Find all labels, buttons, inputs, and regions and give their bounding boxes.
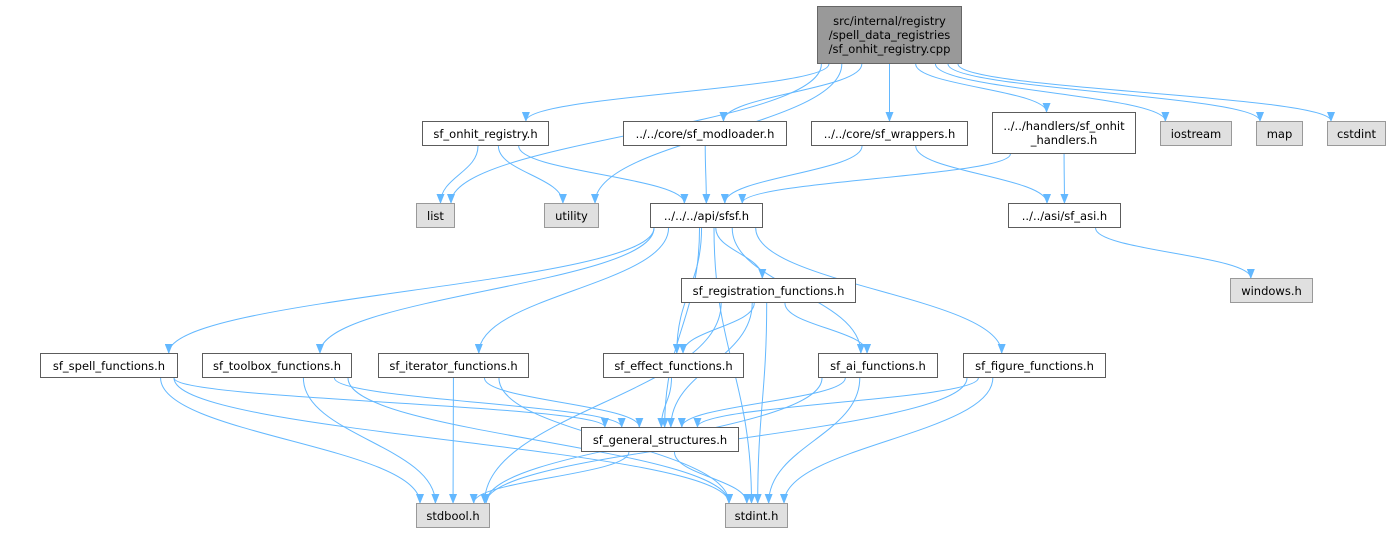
edge-sfsf-to-general <box>660 227 701 428</box>
edge-sfsf-to-toolbox <box>316 227 655 354</box>
node-iostream[interactable]: iostream <box>1160 121 1232 146</box>
edge-spell-to-general <box>173 377 609 428</box>
edge-modloader-to-sfsf <box>702 145 711 204</box>
node-sf-ai-functions-h[interactable]: sf_ai_functions.h <box>818 353 938 378</box>
edge-sfsf-to-figure <box>755 227 1006 354</box>
node-asi-sf-asi-h[interactable]: ../../asi/sf_asi.h <box>1008 203 1121 228</box>
node-sf-general-structures-h[interactable]: sf_general_structures.h <box>581 427 739 452</box>
node-utility[interactable]: utility <box>544 203 599 228</box>
edge-registration-to-effect <box>679 302 755 354</box>
node-sf-registration-functions-h[interactable]: sf_registration_functions.h <box>681 278 856 303</box>
edge-root-to-sf_onhit_registry_h <box>522 63 830 122</box>
edge-wrappers-to-sfsf <box>720 145 863 204</box>
node-api-sfsf-h[interactable]: ../../../api/sfsf.h <box>650 203 763 228</box>
edge-figure-to-general <box>693 377 979 428</box>
edge-toolbox-to-general <box>333 377 626 428</box>
edge-sf_asi-to-windows <box>1095 227 1255 279</box>
edge-iterator-to-general <box>483 377 644 428</box>
node-stdbool-h[interactable]: stdbool.h <box>416 503 490 528</box>
node-sf-spell-functions-h[interactable]: sf_spell_functions.h <box>40 353 178 378</box>
node-cstdint[interactable]: cstdint <box>1327 121 1386 146</box>
edge-sf_onhit_registry_h-to-list <box>436 145 479 204</box>
node-sf-iterator-functions-h[interactable]: sf_iterator_functions.h <box>378 353 529 378</box>
node-sf-effect-functions-h[interactable]: sf_effect_functions.h <box>603 353 744 378</box>
edge-ai-to-general <box>677 377 846 428</box>
edge-general-to-stdbool <box>469 451 630 504</box>
node-sf-figure-functions-h[interactable]: sf_figure_functions.h <box>963 353 1106 378</box>
edge-sf_onhit_registry_h-to-utility <box>497 145 567 204</box>
edge-registration-to-ai <box>784 302 872 354</box>
edge-wrappers-to-sf_asi <box>915 145 1051 204</box>
edge-figure-to-stdint <box>780 377 994 504</box>
edge-toolbox-to-stdint <box>347 377 733 504</box>
edge-root-to-cstdint <box>957 63 1335 122</box>
node-stdint-h[interactable]: stdint.h <box>725 503 788 528</box>
edge-ai-to-stdint <box>764 377 861 504</box>
node-windows-h[interactable]: windows.h <box>1230 278 1313 303</box>
node-sf-onhit-registry-h[interactable]: sf_onhit_registry.h <box>422 121 549 146</box>
edge-root-to-iostream <box>934 63 1170 122</box>
edge-root-to-map <box>947 63 1264 122</box>
edge-sf_onhit_registry_h-to-sfsf <box>518 145 689 204</box>
node-map[interactable]: map <box>1256 121 1303 146</box>
node-sf-toolbox-functions-h[interactable]: sf_toolbox_functions.h <box>202 353 352 378</box>
node-core-sf-wrappers-h[interactable]: ../../core/sf_wrappers.h <box>811 121 968 146</box>
edge-effect-to-general <box>657 377 672 428</box>
edge-onhit_handlers-to-sfsf <box>738 153 1011 204</box>
edge-sfsf-to-spell <box>164 227 655 354</box>
edge-spell-to-stdint <box>173 377 733 504</box>
node-sf-onhit-registry-cpp[interactable]: src/internal/registry /spell_data_regist… <box>817 6 962 64</box>
node-handlers-sf-onhit-handlers-h[interactable]: ../../handlers/sf_onhit _handlers.h <box>992 112 1136 154</box>
edge-spell-to-stdbool <box>160 377 424 504</box>
edge-sfsf-to-iterator <box>474 227 670 354</box>
node-core-sf-modloader-h[interactable]: ../../core/sf_modloader.h <box>623 121 787 146</box>
edge-sfsf-to-registration <box>715 227 767 279</box>
edge-toolbox-to-stdbool <box>302 377 440 504</box>
edge-root-to-onhit_handlers <box>915 63 1051 113</box>
node-list[interactable]: list <box>416 203 455 228</box>
edge-registration-to-stdbool <box>480 302 722 504</box>
edge-general-to-stdint <box>673 451 751 504</box>
